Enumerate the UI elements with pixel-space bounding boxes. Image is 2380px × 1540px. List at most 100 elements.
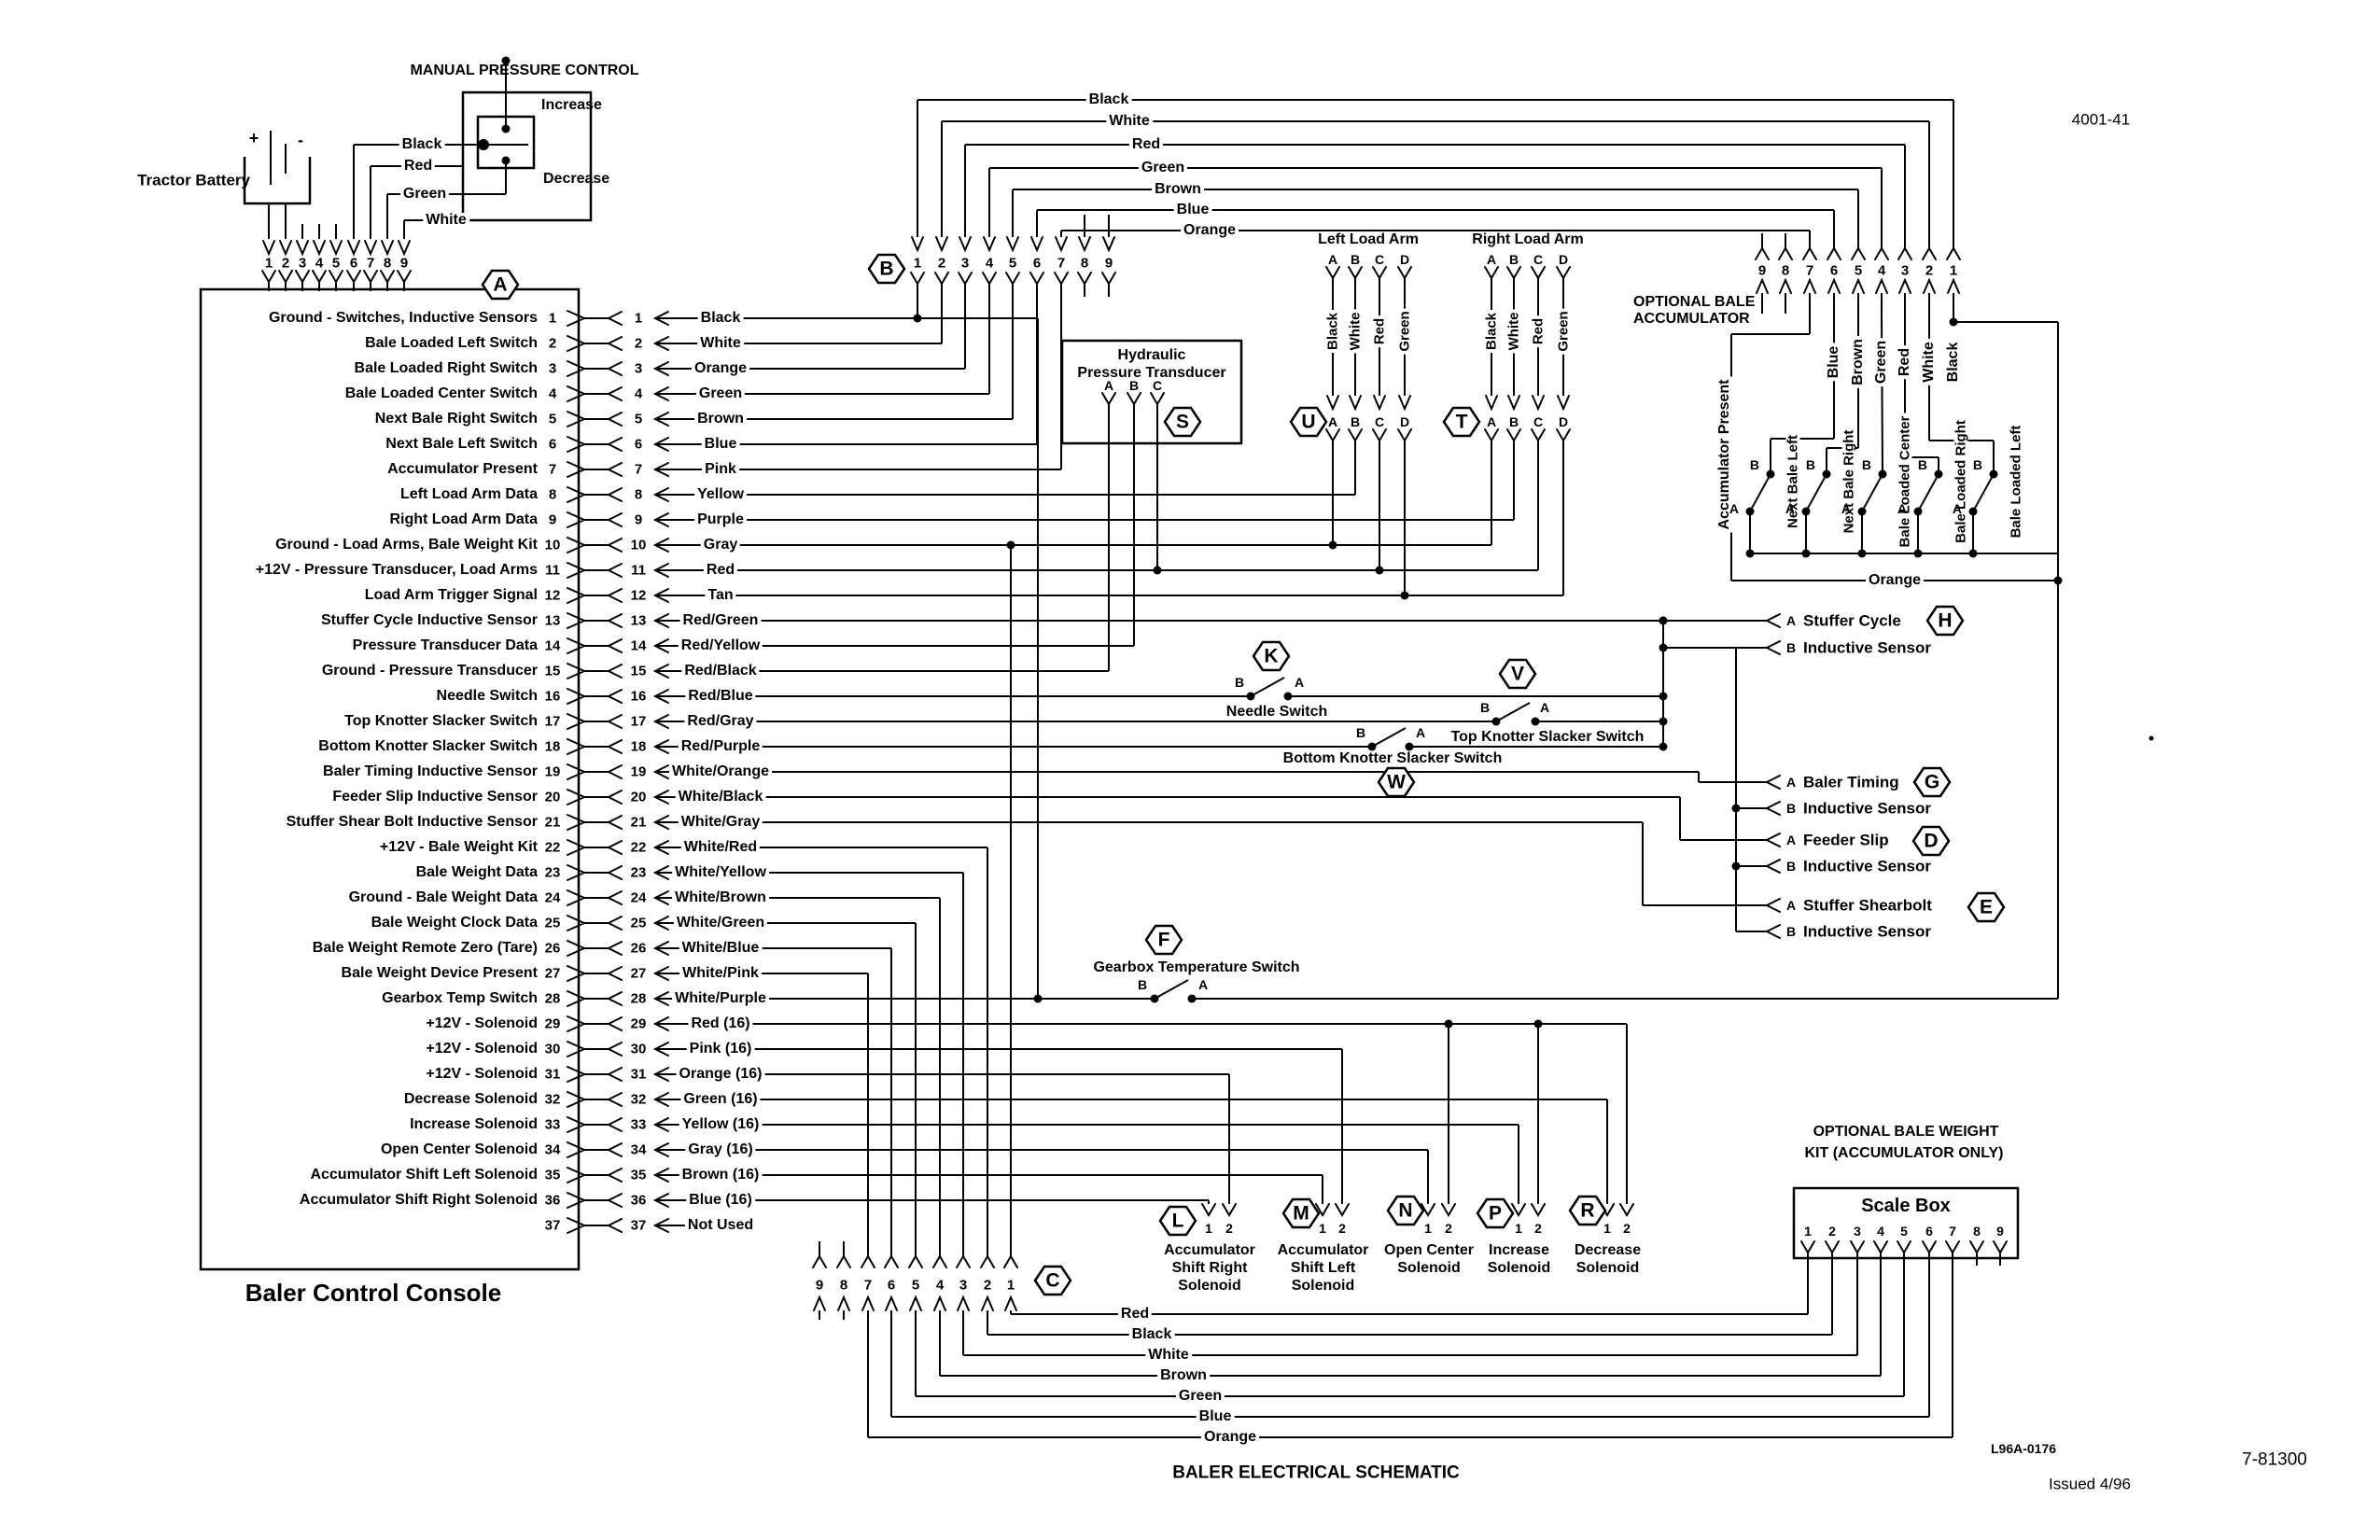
console-row-number-outside: 17 xyxy=(630,713,647,730)
accumulator-pin-number: 2 xyxy=(1925,262,1934,279)
console-row-number-inside: 21 xyxy=(544,814,561,831)
switch-contact-a: A xyxy=(1415,725,1426,740)
bottom-cable-wire-color: Brown xyxy=(1157,1368,1210,1383)
accumulator-switch-contact-b: B xyxy=(1917,457,1927,472)
connector-hexagon xyxy=(1252,640,1291,672)
console-row-wire-color: Red/Blue xyxy=(685,689,756,704)
junction-dot xyxy=(1533,1019,1543,1029)
console-row-wire-color: Not Used xyxy=(684,1218,757,1233)
console-row-number-outside: 20 xyxy=(630,789,647,805)
accumulator-title-2: ACCUMULATOR xyxy=(1633,311,1750,327)
junction-dot xyxy=(1745,507,1755,516)
c-connector-pin-number: 4 xyxy=(935,1277,945,1294)
connector-hexagon xyxy=(1386,1195,1425,1226)
console-row-label: Gearbox Temp Switch xyxy=(382,990,538,1006)
console-row-number-inside: 11 xyxy=(545,562,560,579)
switch-contact-b: B xyxy=(1137,977,1148,992)
b-connector-pin-number: 5 xyxy=(1008,255,1017,272)
top-cable-wire-color: Red xyxy=(1128,137,1164,152)
connector-hexagon xyxy=(481,269,520,301)
mpc-decrease-label: Decrease xyxy=(543,171,610,187)
console-row-number-inside: 17 xyxy=(544,713,561,730)
connector-hex-label: C xyxy=(1045,1269,1060,1292)
console-row-label: Bale Loaded Right Switch xyxy=(354,360,538,376)
console-row-label: Open Center Solenoid xyxy=(380,1141,538,1157)
accumulator-pin-number: 9 xyxy=(1757,262,1767,279)
console-row-number-outside: 6 xyxy=(634,436,643,453)
console-row-label: Pressure Transducer Data xyxy=(352,637,538,653)
console-row-label: Ground - Pressure Transducer xyxy=(321,663,538,679)
connector-hexagon xyxy=(867,253,906,285)
switch-contact-b: B xyxy=(1479,700,1491,715)
load-arm-pin-bottom: A xyxy=(1486,414,1497,429)
console-row-number-outside: 31 xyxy=(630,1066,647,1083)
junction-dot xyxy=(1822,469,1831,479)
console-row-number-inside: 26 xyxy=(544,940,561,957)
load-arm-wire-color: Red xyxy=(1531,315,1547,348)
console-row-number-outside: 11 xyxy=(631,562,646,579)
console-top-pin-number: 5 xyxy=(331,255,341,272)
console-row-label: +12V - Solenoid xyxy=(426,1066,538,1082)
console-row-label: Bale Weight Clock Data xyxy=(371,915,538,931)
console-row-number-outside: 7 xyxy=(634,461,643,478)
junction-dot xyxy=(501,56,511,65)
console-row-number-inside: 28 xyxy=(544,990,561,1007)
console-row-wire-color: Yellow xyxy=(694,487,747,502)
b-connector-pin-number: 7 xyxy=(1057,255,1066,272)
console-row-number-outside: 15 xyxy=(630,663,647,679)
console-row-wire-color: White/Black xyxy=(675,790,766,805)
load-arm-wire-color: Black xyxy=(1484,309,1500,354)
solenoid-pin-number: 2 xyxy=(1534,1221,1542,1236)
sensor-contact-b: B xyxy=(1786,924,1797,939)
c-connector-pin-number: 2 xyxy=(983,1277,992,1294)
bottom-cable-wire-color: Red xyxy=(1117,1307,1153,1322)
scale-box-pin-number: 4 xyxy=(1877,1224,1884,1239)
component-boxes xyxy=(199,91,2020,1271)
junction-dot xyxy=(1367,742,1377,751)
console-row-number-outside: 35 xyxy=(630,1167,647,1183)
console-row-wire-color: Tan xyxy=(705,588,736,603)
console-row-wire-color: Red xyxy=(703,563,738,578)
console-row-wire-color: Black xyxy=(697,311,744,326)
console-row-wire-color: White/Red xyxy=(680,840,761,855)
connector-hex-label: K xyxy=(1264,645,1279,667)
console-row-label: Load Arm Trigger Signal xyxy=(364,587,538,603)
accumulator-title-1: OPTIONAL BALE xyxy=(1633,294,1756,310)
junction-dot xyxy=(1033,994,1043,1003)
junction-dot xyxy=(1659,692,1668,701)
solenoid-pin-number: 1 xyxy=(1319,1221,1326,1236)
console-row-label: Right Load Arm Data xyxy=(389,511,538,527)
console-top-pin-number: 7 xyxy=(366,255,375,272)
accumulator-switch-name: Bale Loaded Right xyxy=(1953,417,1969,546)
connector-hex-label: R xyxy=(1580,1199,1595,1222)
sensor-name: Feeder Slip xyxy=(1803,831,1889,849)
junction-dot xyxy=(1491,717,1501,726)
junction-dot xyxy=(1375,566,1384,575)
console-row-number-inside: 35 xyxy=(544,1167,561,1183)
switch-contact-b: B xyxy=(1355,725,1366,740)
solenoid-pin-number: 2 xyxy=(1623,1221,1631,1236)
console-row-label: Decrease Solenoid xyxy=(403,1091,538,1107)
console-row-label: Ground - Load Arms, Bale Weight Kit xyxy=(275,537,538,553)
load-arm-wire-color: White xyxy=(1506,309,1522,354)
accumulator-pin-number: 3 xyxy=(1900,262,1910,279)
c-connector-pin-number: 9 xyxy=(815,1277,824,1294)
console-row-number-inside: 36 xyxy=(544,1192,561,1209)
console-top-pin-number: 4 xyxy=(315,255,324,272)
accumulator-switch-contact-a: A xyxy=(1729,501,1739,516)
scale-kit-title-1: OPTIONAL BALE WEIGHT xyxy=(1813,1124,1999,1140)
junction-dot xyxy=(1731,804,1741,813)
console-row-label: +12V - Bale Weight Kit xyxy=(379,839,538,855)
junction-dot xyxy=(1989,469,1998,479)
console-row-label: +12V - Solenoid xyxy=(426,1041,538,1057)
console-row-number-inside: 33 xyxy=(544,1116,561,1133)
junction-dot xyxy=(1659,742,1668,751)
junction-dot xyxy=(1745,549,1755,558)
console-row-wire-color: White/Yellow xyxy=(672,865,769,880)
accumulator-switch-contact-b: B xyxy=(1749,457,1759,472)
console-row-number-inside: 16 xyxy=(544,688,561,705)
load-arm-wire-color: Green xyxy=(1397,308,1413,355)
load-arm-pin-bottom: C xyxy=(1533,414,1544,429)
console-row-number-inside: 15 xyxy=(544,663,561,679)
junction-dot xyxy=(2149,735,2154,741)
